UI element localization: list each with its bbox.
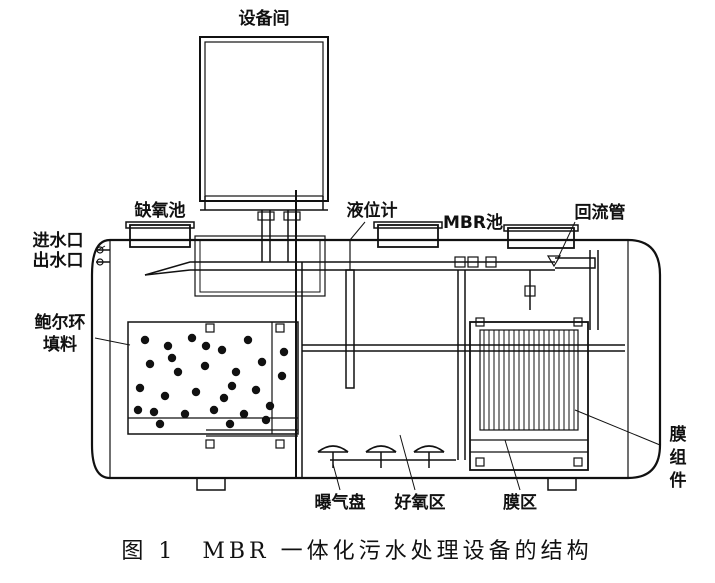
filler-ring bbox=[217, 345, 227, 355]
filler-ring bbox=[279, 347, 289, 357]
mbr-tank-label: MBR池 bbox=[443, 212, 503, 233]
anoxic-tank-label: 缺氧池 bbox=[135, 200, 186, 221]
main-pipe bbox=[144, 210, 599, 330]
filler-label-line2: 填料 bbox=[43, 334, 77, 355]
membrane-module bbox=[469, 317, 589, 471]
filler-ring bbox=[160, 391, 170, 401]
filler-ring bbox=[180, 409, 190, 419]
partition-wall bbox=[295, 190, 303, 478]
filler-ring bbox=[261, 415, 271, 425]
figure-caption: 图 1 MBR 一体化污水处理设备的结构 bbox=[121, 539, 592, 564]
filler-ring bbox=[135, 383, 145, 393]
pall-ring-filler bbox=[133, 333, 289, 429]
filler-ring bbox=[231, 367, 241, 377]
filler-ring bbox=[265, 401, 275, 411]
leader-lines bbox=[94, 221, 661, 491]
level-gauge bbox=[345, 240, 355, 389]
filler-ring bbox=[243, 335, 253, 345]
aeration-disc bbox=[413, 445, 445, 468]
equipment-room-label: 设备间 bbox=[239, 8, 290, 29]
filler-ring bbox=[167, 353, 177, 363]
return-pipe-label: 回流管 bbox=[575, 202, 626, 223]
filler-ring bbox=[239, 409, 249, 419]
membrane-zone-label: 膜区 bbox=[503, 492, 537, 513]
filler-ring bbox=[257, 357, 267, 367]
membrane-module-label-3: 件 bbox=[670, 470, 687, 491]
filler-ring bbox=[227, 381, 237, 391]
aeration-disc-label: 曝气盘 bbox=[315, 492, 366, 513]
membrane-module-label-2: 组 bbox=[670, 447, 687, 468]
filler-ring bbox=[133, 405, 143, 415]
filler-ring bbox=[219, 393, 229, 403]
filler-ring bbox=[173, 367, 183, 377]
tank-body bbox=[90, 238, 662, 491]
aeration-disc bbox=[365, 445, 397, 468]
filler-frame bbox=[127, 321, 299, 449]
filler-ring bbox=[149, 407, 159, 417]
manhole-covers bbox=[125, 221, 579, 249]
mbr-riser-pipes bbox=[457, 270, 536, 460]
mid-pipes bbox=[206, 344, 625, 437]
filler-ring bbox=[225, 419, 235, 429]
filler-ring bbox=[187, 333, 197, 343]
filler-ring bbox=[251, 385, 261, 395]
filler-ring bbox=[209, 405, 219, 415]
aeration-discs bbox=[317, 445, 456, 468]
filler-ring bbox=[155, 419, 165, 429]
filler-ring bbox=[145, 359, 155, 369]
filler-ring bbox=[163, 341, 173, 351]
filler-label-line1: 鲍尔环 bbox=[35, 312, 86, 333]
filler-ring bbox=[191, 387, 201, 397]
membrane-module-label-1: 膜 bbox=[670, 424, 687, 445]
filler-ring bbox=[140, 335, 150, 345]
outlet-label: 出水口 bbox=[33, 250, 84, 271]
inlet-label: 进水口 bbox=[33, 230, 84, 251]
filler-ring bbox=[277, 371, 287, 381]
filler-ring bbox=[201, 341, 211, 351]
level-gauge-label: 液位计 bbox=[347, 200, 398, 221]
filler-ring bbox=[200, 361, 210, 371]
equipment-room bbox=[199, 36, 329, 211]
aerobic-zone-label: 好氧区 bbox=[394, 492, 446, 513]
